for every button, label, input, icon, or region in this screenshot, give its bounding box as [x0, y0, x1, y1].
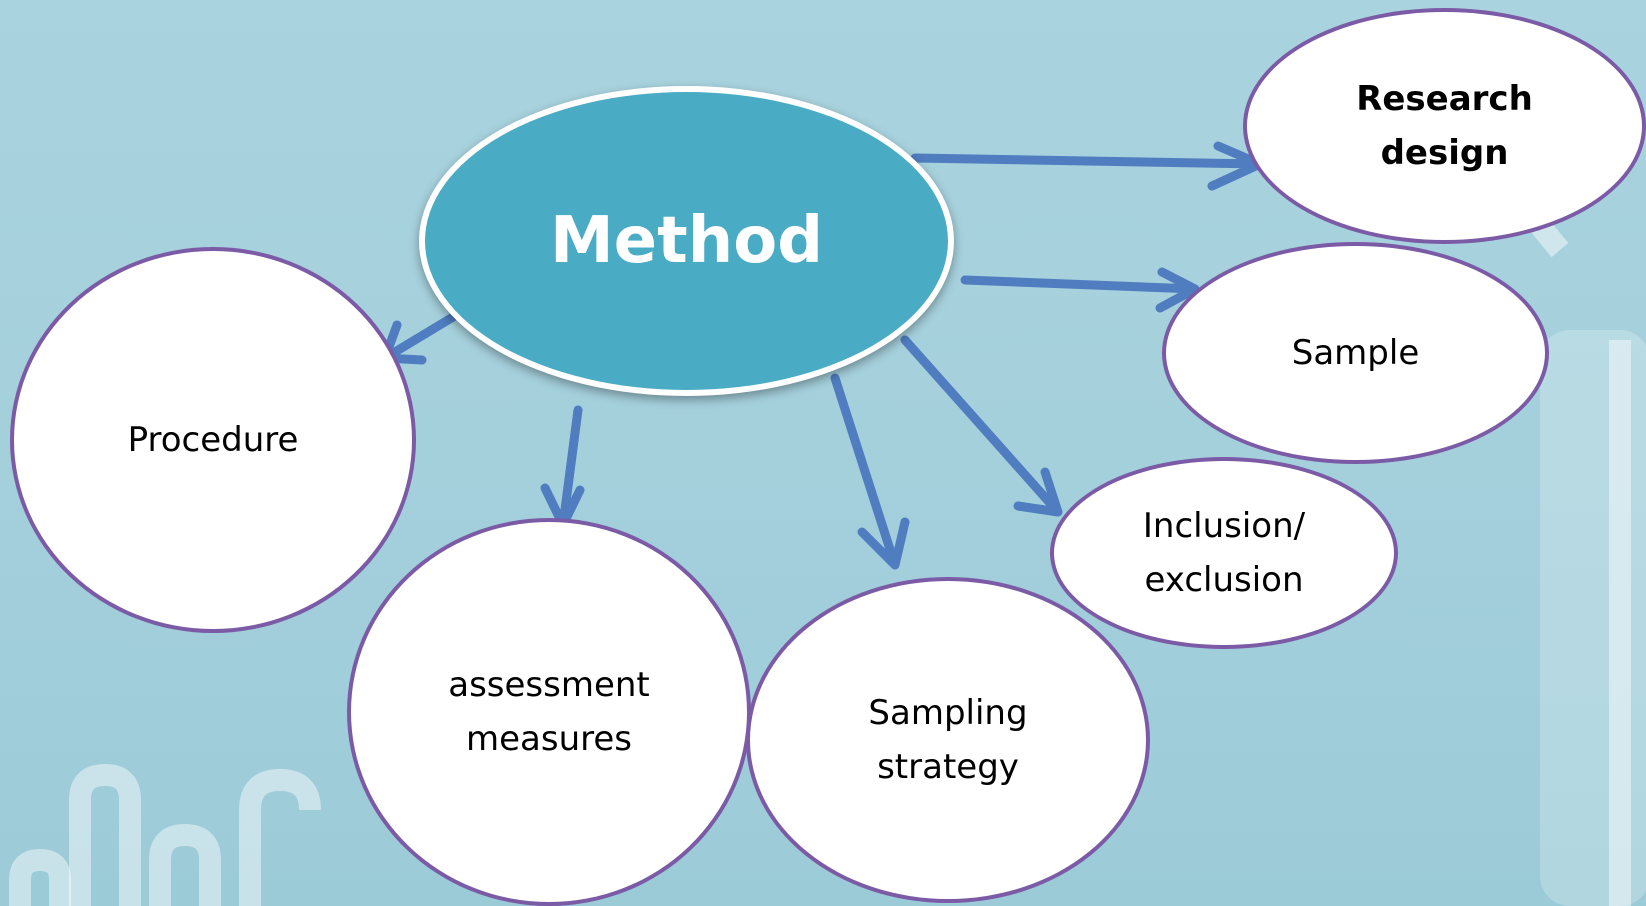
arrow-to-sample [960, 267, 1200, 313]
arrow-to-sampling-strategy [830, 373, 910, 570]
node-sample: Sample [1162, 242, 1549, 464]
center-label: Method [549, 203, 824, 278]
node-assessment-measures: assessment measures [347, 518, 751, 906]
node-research-design: Research design [1243, 8, 1646, 244]
node-label: Research design [1356, 78, 1533, 173]
node-label: Sampling strategy [868, 692, 1028, 787]
node-label: assessment measures [448, 664, 650, 759]
arrow-to-procedure [380, 309, 463, 365]
node-label: Sample [1291, 332, 1420, 373]
node-method: Method [419, 86, 954, 396]
node-procedure: Procedure [10, 247, 416, 633]
arrow-to-inclusion-exclusion [900, 335, 1063, 517]
arrow-to-assessment-measures [540, 405, 585, 530]
node-sampling-strategy: Sampling strategy [746, 577, 1150, 903]
node-label: Inclusion/ exclusion [1142, 505, 1306, 600]
arrow-to-research-design [910, 141, 1265, 191]
node-inclusion-exclusion: Inclusion/ exclusion [1050, 457, 1398, 649]
node-label: Procedure [127, 419, 299, 460]
